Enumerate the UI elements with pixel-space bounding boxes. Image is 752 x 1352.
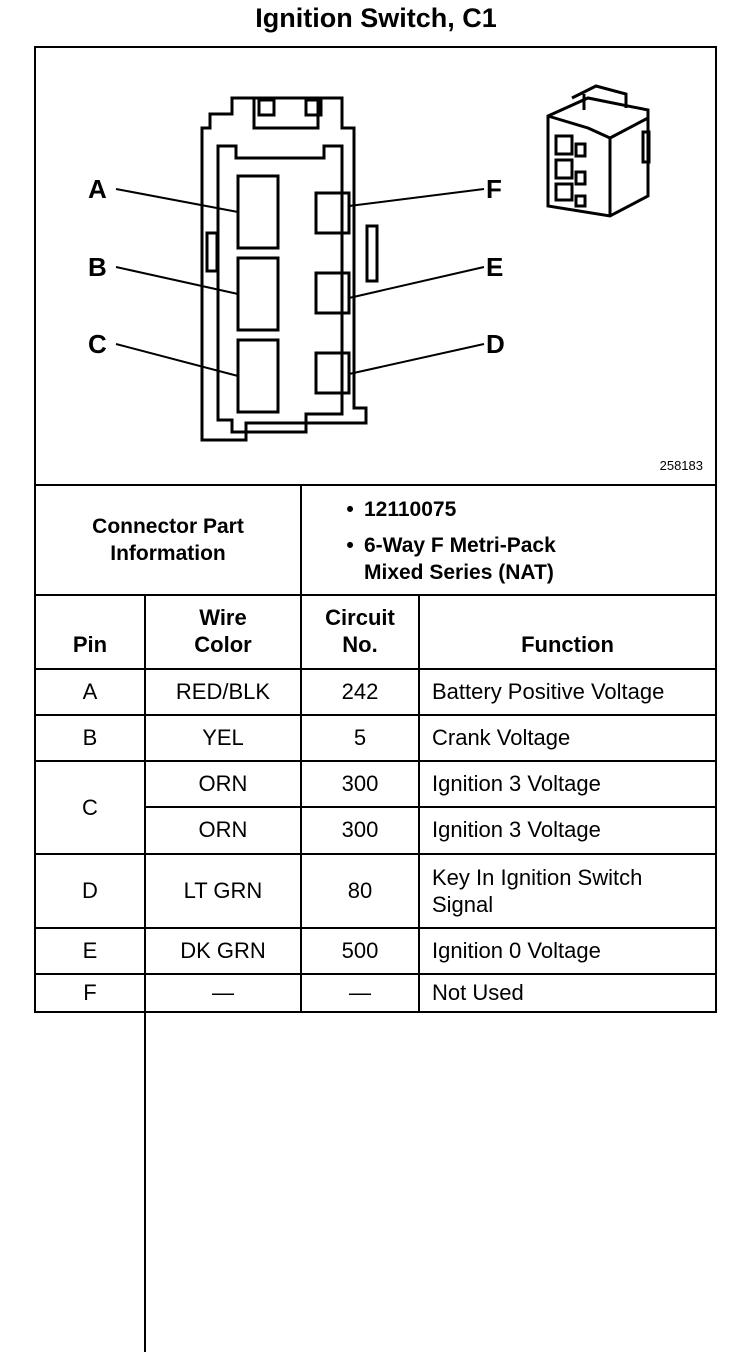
pin-cell: A xyxy=(82,679,98,704)
divider xyxy=(36,927,715,929)
pin-label-a: A xyxy=(88,174,107,204)
divider xyxy=(36,760,715,762)
header-pin: Pin xyxy=(72,632,108,657)
function-cell: Ignition 0 Voltage xyxy=(432,938,601,963)
column-divider xyxy=(418,594,420,1012)
list-item: Mixed Series (NAT) xyxy=(336,559,556,586)
wire-color-cell: ORN xyxy=(198,817,248,842)
circuit-cell: 300 xyxy=(341,817,379,842)
function-cell: Crank Voltage xyxy=(432,725,571,750)
divider xyxy=(300,484,302,596)
pin-label-b: B xyxy=(88,252,107,282)
list-item: • 6-Way F Metri-Pack xyxy=(346,534,556,557)
wire-color-cell: LT GRN xyxy=(183,878,263,903)
connector-info-label-line1: Connector Part xyxy=(92,515,244,538)
circuit-cell: 300 xyxy=(341,771,379,796)
wire-color-cell: ORN xyxy=(198,771,248,796)
page-title: Ignition Switch, C1 xyxy=(255,3,497,33)
side-rib-left xyxy=(205,231,219,273)
divider xyxy=(36,973,715,975)
divider xyxy=(36,484,715,486)
header-function: Function xyxy=(521,632,614,657)
figure-id: 258183 xyxy=(659,458,703,473)
cavity-c xyxy=(236,338,280,414)
cavity-a xyxy=(236,174,280,250)
divider xyxy=(36,853,715,855)
leader-e xyxy=(348,266,485,299)
leader-d xyxy=(348,343,485,375)
connector-sheet: A B C F E D 258183 Connector Part xyxy=(34,46,717,1352)
circuit-cell: 242 xyxy=(341,679,379,704)
part-number: 12110075 xyxy=(364,498,457,521)
leader-c xyxy=(115,343,239,377)
connector-face-diagram: A B C F E D xyxy=(88,84,651,442)
cavity-b xyxy=(236,256,280,332)
pin-cell: C xyxy=(82,795,98,820)
connector-info-label: Connector Part Information xyxy=(36,486,300,594)
side-rib-right xyxy=(365,224,379,283)
divider xyxy=(144,806,715,808)
circuit-cell: 500 xyxy=(341,938,379,963)
connector-series: Mixed Series (NAT) xyxy=(364,561,554,584)
circuit-cell: — xyxy=(349,980,371,1005)
function-cell: Ignition 3 Voltage xyxy=(432,817,601,842)
wire-color-cell: YEL xyxy=(202,725,244,750)
connector-body-outline xyxy=(200,96,368,442)
circuit-cell: 5 xyxy=(353,725,367,750)
connector-latch xyxy=(252,98,320,130)
pin-label-e: E xyxy=(486,252,503,282)
function-cell: Not Used xyxy=(432,980,524,1005)
leader-f xyxy=(348,188,485,207)
pin-cell: B xyxy=(82,725,98,750)
latch-tab-right xyxy=(304,98,323,117)
wire-color-cell: — xyxy=(212,980,234,1005)
wire-color-cell: RED/BLK xyxy=(175,679,271,704)
leader-a xyxy=(115,188,239,213)
column-divider xyxy=(300,594,302,1012)
function-cell: Battery Positive Voltage xyxy=(432,679,665,704)
connector-info-list: • 12110075 • 6-Way F Metri-Pack Mixed Se… xyxy=(336,496,556,586)
pin-label-d: D xyxy=(486,329,505,359)
connector-info-label-line2: Information xyxy=(110,542,226,565)
function-cell: Ignition 3 Voltage xyxy=(432,771,601,796)
list-item: • 12110075 xyxy=(346,498,457,521)
latch-tab-left xyxy=(257,98,276,117)
pin-label-f: F xyxy=(486,174,502,204)
pin-cell: F xyxy=(83,980,97,1005)
leader-b xyxy=(115,266,239,295)
cavity-d xyxy=(314,351,351,395)
connector-isometric-view xyxy=(546,84,651,218)
divider xyxy=(36,714,715,716)
cavity-e xyxy=(314,271,351,315)
circuit-cell: 80 xyxy=(347,878,373,903)
pin-cell: D xyxy=(82,878,98,903)
pin-label-c: C xyxy=(88,329,107,359)
pin-cell: E xyxy=(82,938,98,963)
cavity-f xyxy=(314,191,351,235)
connector-inner-outline xyxy=(216,144,344,434)
connector-type: 6-Way F Metri-Pack xyxy=(364,534,556,557)
divider xyxy=(36,594,715,596)
divider xyxy=(36,668,715,670)
wire-color-cell: DK GRN xyxy=(180,938,266,963)
